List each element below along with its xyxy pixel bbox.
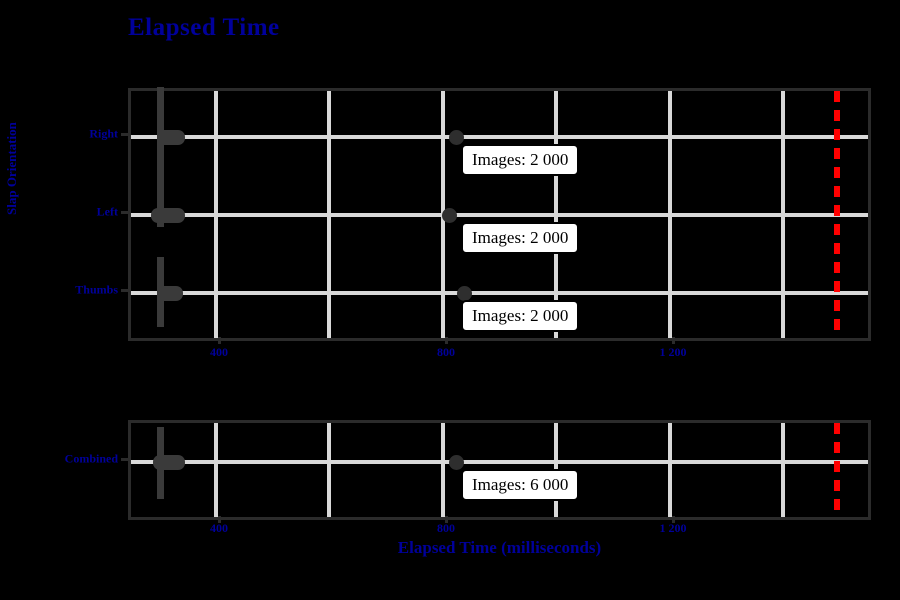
box-body-right bbox=[157, 130, 185, 145]
data-marker-left bbox=[442, 208, 457, 223]
x-tick-label-400-bottom: 400 bbox=[210, 521, 228, 535]
box-whisker-left-upper bbox=[157, 87, 164, 131]
y-tick-mark-right bbox=[121, 133, 128, 136]
threshold-line-red-dashed bbox=[834, 423, 840, 517]
y-tick-mark-left bbox=[121, 211, 128, 214]
threshold-line-red-dashed bbox=[834, 91, 840, 338]
x-tick-label-1200-bottom: 1 200 bbox=[659, 521, 687, 535]
annotation-images-right: Images: 2 000 bbox=[461, 144, 580, 176]
y-tick-mark-combined bbox=[121, 458, 128, 461]
y-tick-label-thumbs: Thumbs bbox=[75, 282, 118, 297]
x-tick-mark-400 bbox=[218, 337, 221, 344]
y-tick-mark-thumbs bbox=[121, 289, 128, 292]
box-body-combined bbox=[153, 455, 185, 470]
y-tick-label-left: Left bbox=[96, 204, 118, 219]
data-marker-right bbox=[449, 130, 464, 145]
x-axis-title: Elapsed Time (milliseconds) bbox=[397, 538, 602, 557]
plot-panel-combined bbox=[128, 420, 871, 520]
data-marker-combined bbox=[449, 455, 464, 470]
annotation-images-thumbs: Images: 2 000 bbox=[461, 300, 580, 332]
y-tick-label-right: Right bbox=[89, 126, 118, 141]
vertical-gridline bbox=[668, 423, 672, 517]
vertical-gridline bbox=[327, 423, 331, 517]
annotation-images-left: Images: 2 000 bbox=[461, 222, 580, 254]
box-whisker-left bbox=[157, 177, 164, 227]
x-tick-label-800-bottom: 800 bbox=[437, 521, 455, 535]
category-gridline-left bbox=[131, 213, 868, 217]
x-tick-label-800-top: 800 bbox=[437, 345, 455, 359]
page-title: Elapsed Time bbox=[128, 14, 280, 41]
x-tick-mark-800-bottom bbox=[445, 516, 448, 523]
category-gridline-combined bbox=[131, 460, 868, 464]
y-tick-label-combined: Combined bbox=[64, 451, 118, 466]
box-body-left bbox=[151, 208, 185, 223]
x-tick-mark-1200-bottom bbox=[672, 516, 675, 523]
vertical-gridline bbox=[781, 423, 785, 517]
plot-area-top bbox=[131, 87, 868, 338]
vertical-gridline bbox=[214, 423, 218, 517]
box-body-thumbs bbox=[157, 286, 183, 301]
plot-panel-by-orientation bbox=[128, 87, 871, 341]
data-marker-thumbs bbox=[457, 286, 472, 301]
category-gridline-thumbs bbox=[131, 291, 868, 295]
x-tick-label-400-top: 400 bbox=[210, 345, 228, 359]
x-tick-mark-1200 bbox=[672, 337, 675, 344]
vertical-gridline bbox=[441, 423, 445, 517]
x-tick-mark-400-bottom bbox=[218, 516, 221, 523]
x-tick-label-1200-top: 1 200 bbox=[659, 345, 687, 359]
x-tick-mark-800 bbox=[445, 337, 448, 344]
category-gridline-right bbox=[131, 135, 868, 139]
annotation-images-combined: Images: 6 000 bbox=[461, 469, 580, 501]
